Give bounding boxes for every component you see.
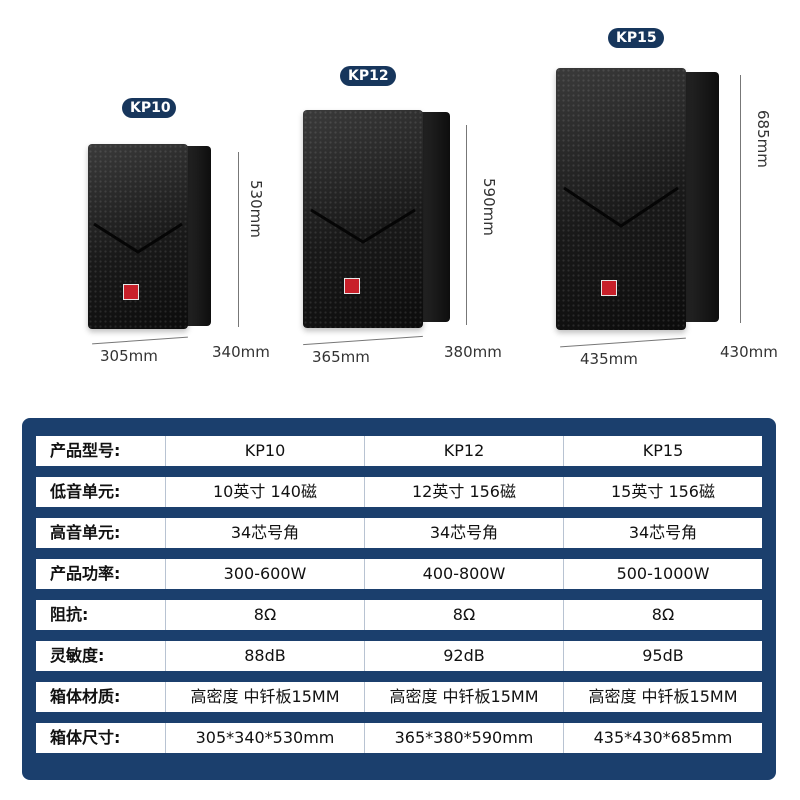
spec-label: 产品功率: [36,559,166,589]
spec-value: 92dB [365,641,564,671]
spec-value: KP15 [642,441,684,460]
spec-value: 15英寸 156磁 [611,482,715,501]
spec-value: 8Ω [166,600,365,630]
spec-value: 500-1000W [616,564,710,583]
spec-value: KP10 [166,436,365,466]
brand-logo [601,280,617,296]
dim-height-kp10: 530mm [247,180,265,238]
spec-value: 95dB [642,646,684,665]
brand-logo [344,278,360,294]
spec-value: 12英寸 156磁 [365,477,564,507]
dim-height-kp15: 685mm [754,110,772,168]
spec-value: 高密度 中钎板15MM [365,682,564,712]
spec-value: 10英寸 140磁 [166,477,365,507]
spec-value: 高密度 中钎板15MM [588,687,738,706]
brand-logo [123,284,139,300]
spec-value: 高密度 中钎板15MM [166,682,365,712]
spec-value: 300-600W [166,559,365,589]
spec-value: 305*340*530mm [166,723,365,753]
spec-value: 34芯号角 [166,518,365,548]
dim-width-kp15: 435mm [580,350,638,368]
spec-value: 34芯号角 [365,518,564,548]
dim-depth-kp10: 340mm [212,343,270,361]
spec-value: KP12 [365,436,564,466]
dim-width-kp10: 305mm [100,347,158,365]
model-badge-kp12: KP12 [340,66,396,86]
spec-label: 阻抗: [36,600,166,630]
spec-label: 低音单元: [36,477,166,507]
spec-value: 34芯号角 [628,523,698,542]
spec-value: 400-800W [365,559,564,589]
dim-height-kp12: 590mm [480,178,498,236]
dim-width-kp12: 365mm [312,348,370,366]
spec-value: 8Ω [365,600,564,630]
spec-value: 8Ω [651,605,675,624]
model-badge-kp15: KP15 [608,28,664,48]
spec-value: 365*380*590mm [365,723,564,753]
spec-label: 箱体材质: [36,682,166,712]
spec-label: 箱体尺寸: [36,723,166,753]
spec-label: 高音单元: [36,518,166,548]
model-badge-kp10: KP10 [122,98,176,118]
spec-value: 88dB [166,641,365,671]
spec-label: 产品型号: [36,436,166,466]
spec-label: 灵敏度: [36,641,166,671]
dim-depth-kp12: 380mm [444,343,502,361]
dim-depth-kp15: 430mm [720,343,778,361]
spec-value: 435*430*685mm [593,728,733,747]
